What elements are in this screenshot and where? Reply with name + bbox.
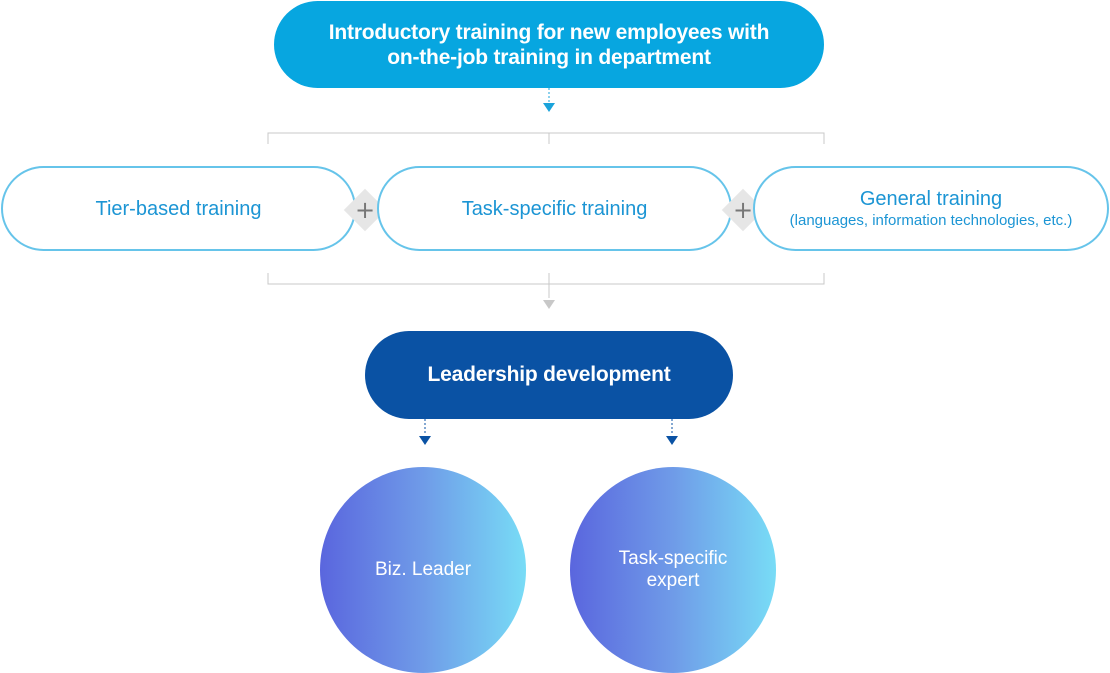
- arrow-down-icon: [543, 103, 555, 112]
- leadership-development-pill: Leadership development: [365, 331, 733, 419]
- task-specific-expert-line2: expert: [646, 570, 700, 591]
- intro-training-line1: Introductory training for new employees …: [328, 20, 770, 44]
- arrow-down-icon: [666, 436, 678, 445]
- plus-icon: +: [721, 188, 765, 232]
- task-specific-training-label: Task-specific training: [461, 197, 648, 220]
- arrow-down-icon: [543, 300, 555, 309]
- top-bracket: [267, 132, 825, 144]
- general-training-pill: General training (languages, information…: [753, 166, 1109, 251]
- biz-leader-label: Biz. Leader: [374, 559, 472, 580]
- intro-training-line2: on-the-job training in department: [387, 45, 711, 69]
- biz-leader-circle: Biz. Leader: [320, 467, 526, 673]
- tier-based-training-pill: Tier-based training: [1, 166, 356, 251]
- general-training-sublabel: (languages, information technologies, et…: [789, 211, 1073, 229]
- intro-training-pill: Introductory training for new employees …: [274, 1, 824, 88]
- task-specific-expert-line1: Task-specific: [618, 548, 728, 569]
- plus-icon: +: [343, 188, 387, 232]
- task-specific-expert-circle: Task-specific expert: [570, 467, 776, 673]
- bottom-bracket: [267, 273, 825, 285]
- general-training-label: General training: [859, 187, 1003, 210]
- arrow-down-icon: [419, 436, 431, 445]
- tier-based-training-label: Tier-based training: [95, 197, 262, 220]
- leadership-development-label: Leadership development: [427, 363, 671, 386]
- task-specific-training-pill: Task-specific training: [377, 166, 732, 251]
